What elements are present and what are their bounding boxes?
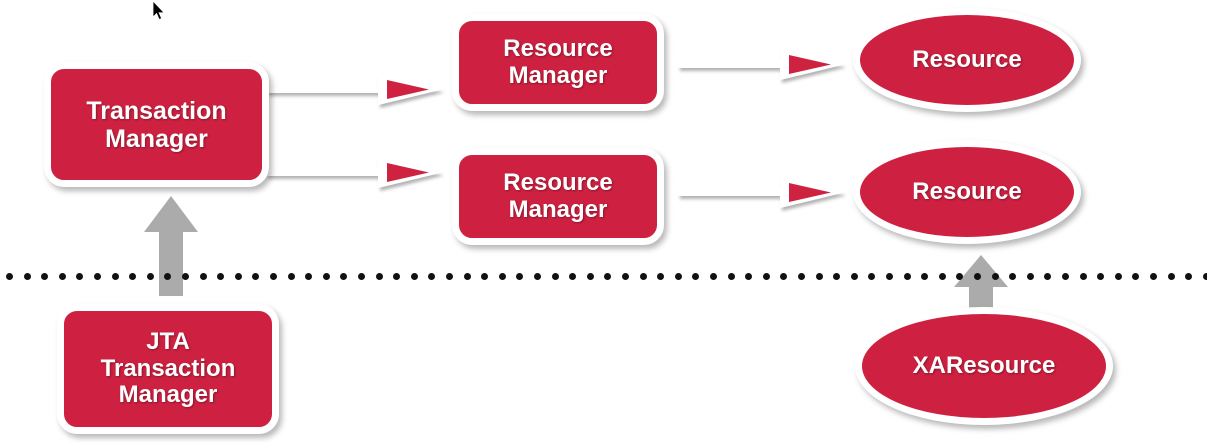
divider-dot [288, 273, 295, 280]
divider-dot [481, 273, 488, 280]
node-jta-transaction-manager[interactable]: JTA Transaction Manager [57, 304, 279, 434]
divider-dot [411, 273, 418, 280]
connector-rm2-to-res2 [678, 177, 844, 208]
divider-dot [182, 273, 189, 280]
divider-dot [376, 273, 383, 280]
divider-dot [622, 273, 629, 280]
divider-dot [939, 273, 946, 280]
divider-dot [1115, 273, 1122, 280]
node-resource-manager-1[interactable]: Resource Manager [452, 14, 664, 111]
divider-dot [569, 273, 576, 280]
divider-dot [446, 273, 453, 280]
divider-dot [640, 273, 647, 280]
divider-dot [675, 273, 682, 280]
divider-dot [129, 273, 136, 280]
divider-dot [358, 273, 365, 280]
divider-dot [6, 273, 13, 280]
divider-dot [587, 273, 594, 280]
divider-dot [851, 273, 858, 280]
divider-dot [956, 273, 963, 280]
divider-dot [1027, 273, 1034, 280]
divider-dot [59, 273, 66, 280]
divider-dot [816, 273, 823, 280]
divider-dot [252, 273, 259, 280]
divider-dot [534, 273, 541, 280]
divider-dot [904, 273, 911, 280]
divider-dot [24, 273, 31, 280]
divider-dot [270, 273, 277, 280]
divider-dot [1097, 273, 1104, 280]
node-xaresource[interactable]: XAResource [855, 307, 1113, 425]
divider-dot [1062, 273, 1069, 280]
divider-dot [516, 273, 523, 280]
divider-dot [552, 273, 559, 280]
divider-dot [112, 273, 119, 280]
node-resource-2[interactable]: Resource [853, 140, 1081, 244]
divider-dot [710, 273, 717, 280]
divider-dot [868, 273, 875, 280]
divider-dot [921, 273, 928, 280]
divider-dot [1080, 273, 1087, 280]
divider-dot [992, 273, 999, 280]
divider-dot [305, 273, 312, 280]
divider-dot [728, 273, 735, 280]
divider-dot [499, 273, 506, 280]
divider-dot [1132, 273, 1139, 280]
mouse-cursor-icon [152, 1, 165, 21]
divider-dot [464, 273, 471, 280]
divider-dot [745, 273, 752, 280]
divider-dot [886, 273, 893, 280]
divider-dot [1203, 273, 1207, 280]
connector-xa-to-res2 [954, 255, 1008, 317]
divider-dot [1150, 273, 1157, 280]
divider-dot [833, 273, 840, 280]
divider-dot [798, 273, 805, 280]
divider-dot [41, 273, 48, 280]
node-resource-1[interactable]: Resource [853, 8, 1081, 112]
divider-dot [340, 273, 347, 280]
divider-dot [1044, 273, 1051, 280]
connector-jta-to-tm [144, 196, 198, 296]
divider-dot [217, 273, 224, 280]
layer-divider-dotted-line [0, 273, 1207, 281]
divider-dot [428, 273, 435, 280]
divider-dot [393, 273, 400, 280]
divider-dot [1185, 273, 1192, 280]
connector-rm1-to-res1 [678, 49, 844, 80]
divider-dot [323, 273, 330, 280]
divider-dot [604, 273, 611, 280]
divider-dot [974, 273, 981, 280]
divider-dot [780, 273, 787, 280]
divider-dot [200, 273, 207, 280]
divider-dot [763, 273, 770, 280]
connector-tm-to-rm2 [266, 157, 442, 188]
divider-dot [1168, 273, 1175, 280]
node-resource-manager-2[interactable]: Resource Manager [452, 148, 664, 245]
divider-dot [692, 273, 699, 280]
divider-dot [147, 273, 154, 280]
divider-dot [657, 273, 664, 280]
divider-dot [235, 273, 242, 280]
node-transaction-manager[interactable]: Transaction Manager [44, 62, 269, 187]
divider-dot [76, 273, 83, 280]
connector-tm-to-rm1 [266, 74, 442, 105]
divider-dot [1009, 273, 1016, 280]
divider-dot [94, 273, 101, 280]
divider-dot [164, 273, 171, 280]
